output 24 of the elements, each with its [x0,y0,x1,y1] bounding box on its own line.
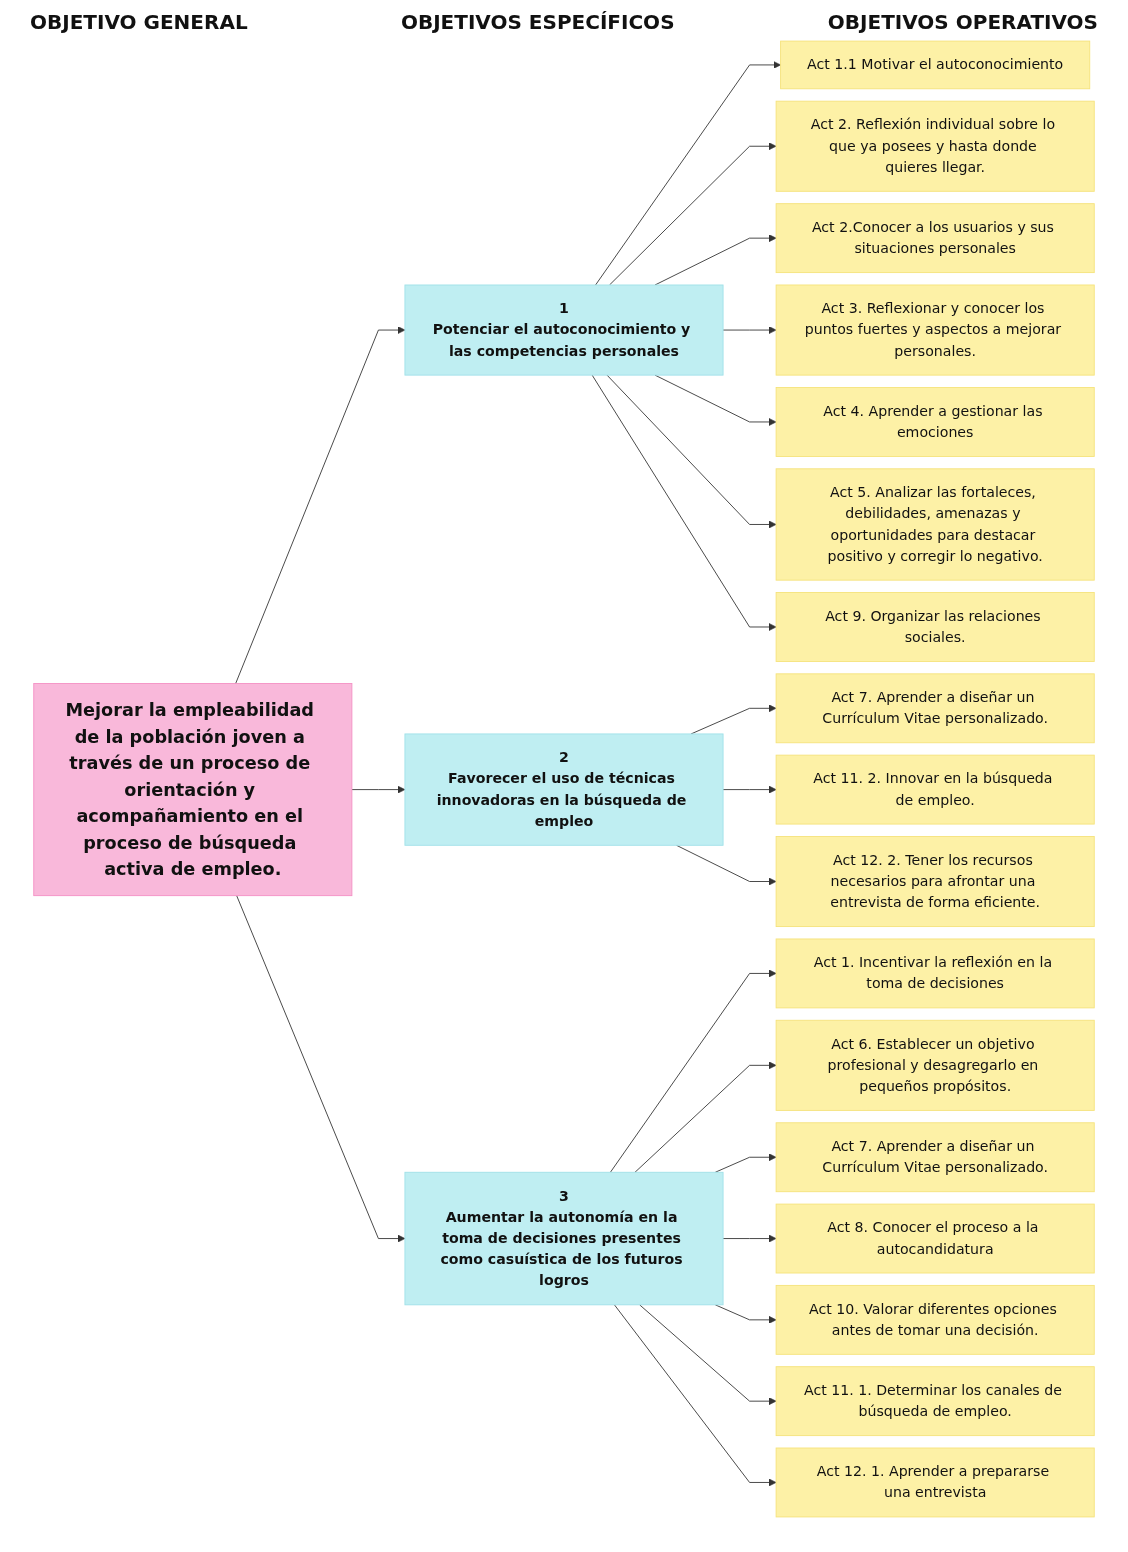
node-box: Act 10. Valorar diferentes opciones antes de tomar una decisión. [775,1284,1095,1355]
node-box: Act 1. Incentivar la reflexión en la toma de decisiones [775,938,1095,1009]
node-box: Act 3. Reflexionar y conocer los puntos fuertes y aspectos a mejorar personales. [775,284,1095,376]
column-heading: OBJETIVOS OPERATIVOS [827,10,1098,34]
node-box: 3 Aumentar la autonomía en la toma de decisiones presentes como casuística de los futuros logros [404,1171,724,1306]
column-heading: OBJETIVO GENERAL [30,10,248,34]
node-box: Act 6. Establecer un objetivo profesional y desagregarlo en pequeños propósitos. [775,1019,1095,1111]
node-box: Act 12. 1. Aprender a prepararse una entrevista [775,1447,1095,1518]
node-box: Mejorar la empleabilidad de la población joven a través de un proceso de orientación y acompañamiento en el proceso de búsqueda activa de empleo. [33,683,353,897]
node-box: Act 7. Aprender a diseñar un Currículum Vitae personalizado. [775,673,1095,744]
node-box: Act 2.Conocer a los usuarios y sus situaciones personales [775,203,1095,274]
node-box: Act 12. 2. Tener los recursos necesarios para afrontar una entrevista de forma eficiente. [775,836,1095,928]
node-box: Act 7. Aprender a diseñar un Currículum Vitae personalizado. [775,1122,1095,1193]
node-box: Act 2. Reflexión individual sobre lo que ya posees y hasta donde quieres llegar. [775,100,1095,192]
node-box: 2 Favorecer el uso de técnicas innovadoras en la búsqueda de empleo [404,733,724,846]
column-heading: OBJETIVOS ESPECÍFICOS [400,10,675,34]
node-box: Act 11. 2. Innovar en la búsqueda de empleo. [775,754,1095,825]
node-box: Act 9. Organizar las relaciones sociales. [775,592,1095,662]
node-box: Act 4. Aprender a gestionar las emociones [775,387,1095,457]
node-box: Act 11. 1. Determinar los canales de búsqueda de empleo. [775,1366,1095,1437]
node-box: Act 5. Analizar las fortaleces, debilidades, amenazas y oportunidades para destacar positivo y corregir lo negativo. [775,468,1095,581]
node-box: 1 Potenciar el autoconocimiento y las competencias personales [404,284,724,376]
node-box: Act 8. Conocer el proceso a la autocandidatura [775,1203,1095,1274]
node-box: Act 1.1 Motivar el autoconocimiento [780,40,1091,90]
